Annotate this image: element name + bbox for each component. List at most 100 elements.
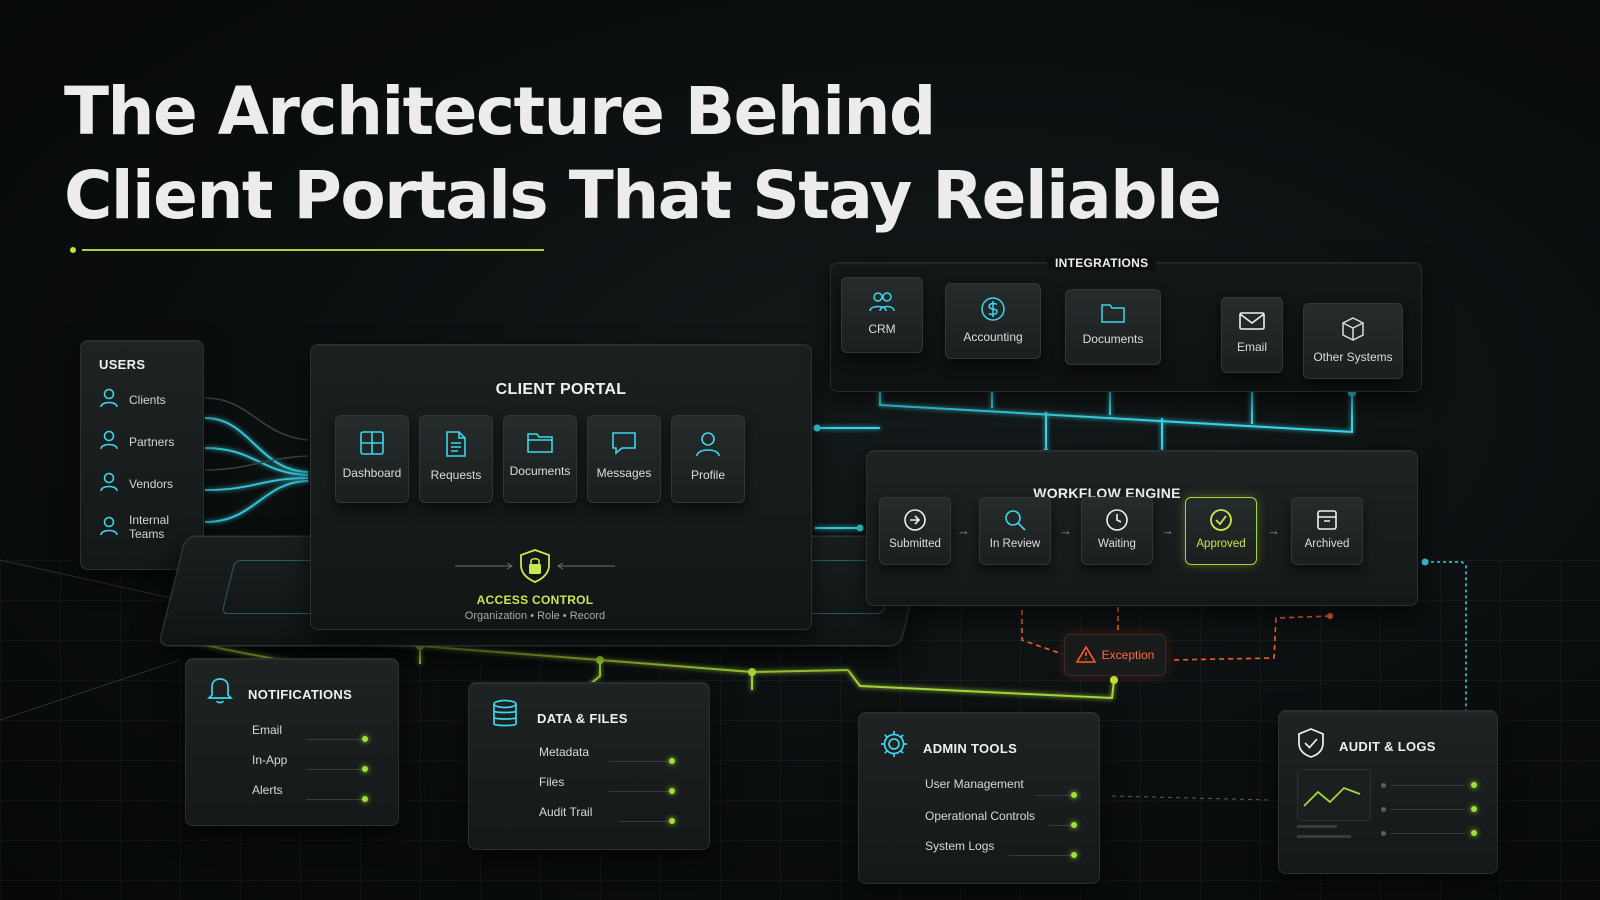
data-item-audit-trail[interactable]: Audit Trail [539,805,593,819]
portal-links [815,427,880,529]
client-portal-panel: CLIENT PORTAL Dashboard Requests Documen… [310,344,812,630]
integration-label: Documents [1082,332,1144,346]
workflow-step-in-review[interactable]: In Review [979,497,1051,565]
module-label: Requests [430,468,482,482]
admin-item-system-logs[interactable]: System Logs [925,839,995,853]
status-dot [362,736,368,742]
document-icon [420,430,492,458]
exception-node[interactable]: Exception [1064,634,1166,676]
module-messages[interactable]: Messages [587,415,661,503]
user-item-label: Internal Teams [129,513,170,541]
status-dot [669,758,675,764]
services-nodes [416,642,1118,684]
user-item-vendors[interactable]: Vendors [99,471,179,496]
chat-icon [588,430,660,456]
access-control-subtitle: Organization • Role • Record [464,610,606,622]
status-dot [1071,822,1077,828]
user-item-partners[interactable]: Partners [99,429,179,454]
exception-label: Exception [1101,648,1155,662]
module-profile[interactable]: Profile [671,415,745,503]
data-files-title: DATA & FILES [537,711,628,726]
check-circle-icon [1186,508,1256,532]
cube-icon [1304,316,1402,342]
access-control-label: ACCESS CONTROL [476,593,594,607]
users-shadow-wires [204,397,309,471]
users-title: USERS [99,357,146,372]
workflow-step-submitted[interactable]: Submitted [879,497,951,565]
users-panel: USERS Clients Partners Vendors Internal … [80,340,204,570]
folder-icon [504,430,576,454]
module-requests[interactable]: Requests [419,415,493,503]
module-label: Messages [596,466,652,480]
user-item-internal-teams[interactable]: Internal Teams [99,513,179,541]
integration-crm[interactable]: CRM [841,277,923,353]
users-to-portal-wires [204,417,309,523]
user-item-label: Vendors [129,476,174,491]
integration-other-systems[interactable]: Other Systems [1303,303,1403,379]
admin-item-user-management[interactable]: User Management [925,777,1024,791]
shield-check-icon [1297,727,1325,764]
portal-title: CLIENT PORTAL [495,381,627,398]
data-item-files[interactable]: Files [539,775,565,789]
shield-lock-icon [455,549,615,583]
admin-tools-title: ADMIN TOOLS [923,741,1018,756]
module-documents[interactable]: Documents [503,415,577,503]
title-line-2: Client Portals That Stay Reliable [64,157,1222,234]
status-dot [1071,852,1077,858]
notification-item-in-app[interactable]: In-App [252,753,288,767]
audit-logs-panel: AUDIT & LOGS [1278,710,1498,874]
integration-label: Email [1236,340,1267,354]
workflow-link-node [856,524,864,532]
admin-audit-dash [1111,795,1271,801]
workflow-step-label: Waiting [1098,538,1136,550]
user-icon [672,430,744,458]
arrow-right-icon: → [1059,523,1072,538]
clock-icon [1082,508,1152,532]
status-dot [1471,830,1477,836]
person-icon [99,471,119,496]
dashboard-icon [336,430,408,456]
integrations-title: INTEGRATIONS [1047,256,1157,270]
status-dot [1071,792,1077,798]
person-icon [99,387,119,412]
integrations-panel: INTEGRATIONS CRM Accounting Documents Em… [830,256,1422,392]
people-icon [842,290,922,314]
status-dot [1471,806,1477,812]
user-item-clients[interactable]: Clients [99,387,179,412]
module-label: Profile [690,468,725,482]
workflow-step-approved[interactable]: Approved [1185,497,1257,565]
warning-icon [1075,644,1097,666]
notification-item-email[interactable]: Email [252,723,283,737]
folder-icon [1066,302,1160,324]
workflow-step-waiting[interactable]: Waiting [1081,497,1153,565]
integration-accounting[interactable]: Accounting [945,283,1041,359]
workflow-step-label: In Review [989,538,1041,550]
workflow-step-label: Archived [1304,538,1350,550]
person-icon [99,515,119,540]
integration-email[interactable]: Email [1221,297,1283,373]
page-title: The Architecture Behind Client Portals T… [64,70,1222,238]
module-dashboard[interactable]: Dashboard [335,415,409,503]
arrow-circle-icon [880,508,950,532]
workflow-step-archived[interactable]: Archived [1291,497,1363,565]
gear-icon [879,729,909,764]
admin-item-operational-controls[interactable]: Operational Controls [925,809,1036,823]
status-dot [362,796,368,802]
user-item-label: Partners [129,434,175,449]
integration-label: Other Systems [1313,350,1393,364]
module-label: Dashboard [342,466,402,480]
integration-documents[interactable]: Documents [1065,289,1161,365]
data-files-panel: DATA & FILES Metadata Files Audit Trail [468,682,710,850]
notifications-panel: NOTIFICATIONS Email In-App Alerts [185,658,399,826]
user-item-label: Clients [129,392,166,407]
dollar-icon [946,296,1040,322]
archive-icon [1292,508,1362,532]
arrow-right-icon: → [1161,523,1174,538]
audit-chart-thumbnail [1297,769,1371,821]
integration-label: CRM [868,322,896,336]
data-item-metadata[interactable]: Metadata [539,745,590,759]
audit-link [1425,561,1467,718]
notification-item-alerts[interactable]: Alerts [252,783,283,797]
arrow-right-icon: → [957,523,970,538]
integration-label: Accounting [963,330,1023,344]
